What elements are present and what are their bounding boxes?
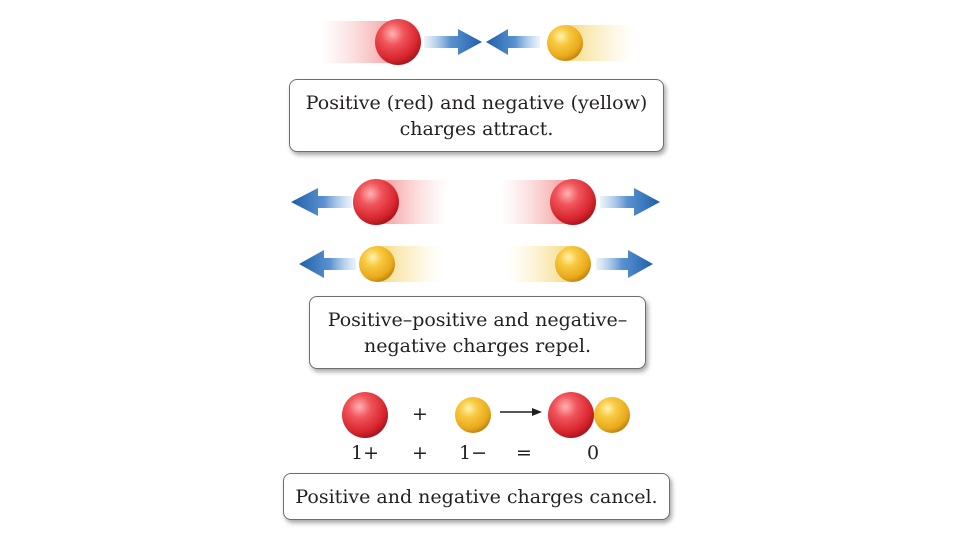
positive-charge-ball [375,19,421,65]
repel-negative-illustration [299,246,653,282]
repel-caption-line-2: negative charges repel. [363,334,592,357]
attract-caption-line-2: charges attract. [399,117,554,140]
arrow-right-icon [596,250,653,278]
cancel-illustration [342,392,630,438]
equation-plus-top: + [412,403,428,425]
positive-charge-ball [342,392,388,438]
repel-caption-line-1: Positive–positive and negative– [327,308,628,331]
arrow-left-icon [486,29,540,55]
equation-charge-negative: 1− [458,442,488,464]
arrow-right-icon [424,29,482,55]
attract-caption: Positive (red) and negative (yellow) cha… [289,79,664,152]
attract-caption-line-1: Positive (red) and negative (yellow) [305,91,648,114]
neutral-pair-negative-ball [594,397,630,433]
negative-charge-ball [547,25,583,61]
equation-charge-positive: 1+ [350,442,380,464]
arrow-left-icon [299,250,356,278]
cancel-caption-text: Positive and negative charges cancel. [295,485,658,508]
cancel-caption: Positive and negative charges cancel. [283,473,670,520]
positive-charge-ball [550,179,596,225]
negative-charge-ball [555,246,591,282]
repel-positive-illustration [291,179,660,225]
negative-charge-ball [455,397,491,433]
arrow-left-icon [291,188,352,216]
positive-charge-ball [353,179,399,225]
equation-plus: + [412,442,428,464]
attract-illustration [320,19,635,65]
equation-result: 0 [586,442,600,464]
reaction-arrow-icon [500,408,542,416]
neutral-pair-positive-ball [548,392,594,438]
arrow-right-icon [600,188,660,216]
negative-charge-ball [359,246,395,282]
equation-equals: = [516,442,532,464]
repel-caption: Positive–positive and negative– negative… [309,296,646,369]
